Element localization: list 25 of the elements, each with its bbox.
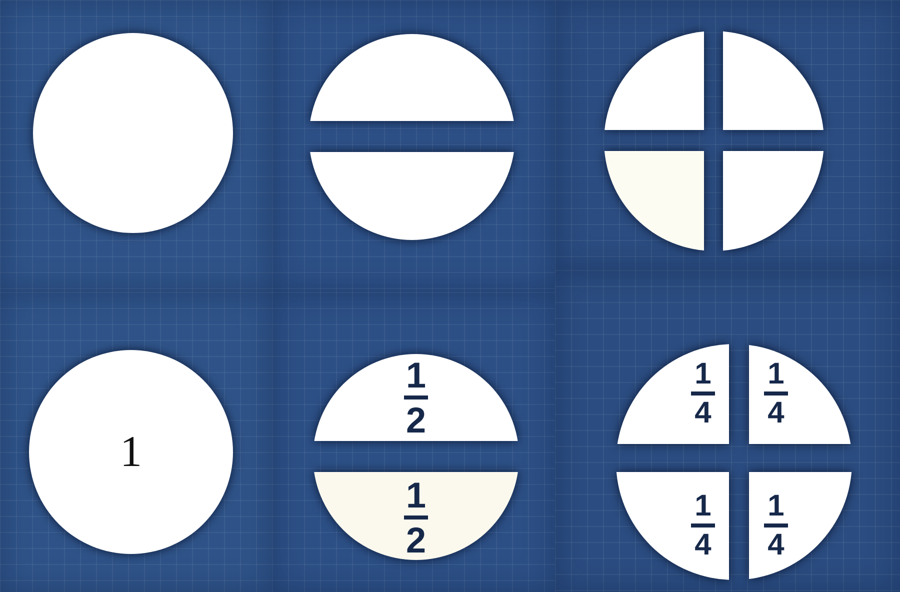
quarter-circle-piece xyxy=(723,151,824,251)
fraction-denominator: 2 xyxy=(406,402,426,438)
fraction-numerator: 1 xyxy=(694,492,712,522)
fraction-denominator: 4 xyxy=(768,398,784,428)
fraction-numerator: 1 xyxy=(406,358,426,394)
quarter-circle-piece xyxy=(604,31,704,130)
circle-shape xyxy=(29,350,233,554)
whole-number: 1 xyxy=(120,430,142,474)
fraction-numerator: 1 xyxy=(768,492,784,522)
fraction-numerator: 1 xyxy=(694,360,712,390)
quarter-circle-piece xyxy=(616,472,729,580)
fraction-denominator: 4 xyxy=(694,530,712,560)
quarter-circle-piece xyxy=(723,31,824,130)
quarter-circle-piece xyxy=(604,151,704,251)
circle-shape xyxy=(33,33,233,233)
half-circle-piece xyxy=(309,34,515,121)
half-circle-piece xyxy=(309,152,515,240)
fraction-numerator: 1 xyxy=(768,360,784,390)
half-circle-piece xyxy=(313,472,519,560)
quarter-circle-piece xyxy=(749,472,852,580)
half-circle-piece xyxy=(313,354,519,441)
fraction-numerator: 1 xyxy=(406,478,426,514)
fraction-denominator: 4 xyxy=(694,398,712,428)
fraction-denominator: 2 xyxy=(406,522,426,558)
fraction-denominator: 4 xyxy=(768,530,784,560)
